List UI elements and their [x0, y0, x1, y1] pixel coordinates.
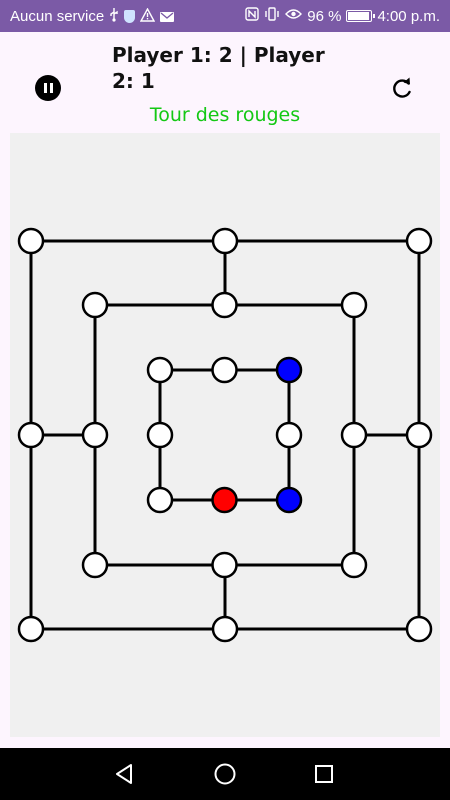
turn-indicator: Tour des rouges: [149, 104, 301, 126]
board-position[interactable]: [81, 421, 109, 449]
board-positions[interactable]: [17, 227, 433, 643]
board-position[interactable]: [81, 291, 109, 319]
status-bar: Aucun service 96 % 4:00 p.m.: [0, 0, 450, 32]
board-svg: [17, 227, 433, 643]
board-position[interactable]: [146, 486, 174, 514]
recents-button[interactable]: [308, 758, 340, 790]
eye-icon: [285, 8, 303, 24]
board-position[interactable]: [340, 421, 368, 449]
nfc-icon: [245, 7, 259, 25]
vibrate-icon: [264, 7, 280, 25]
board-position[interactable]: [405, 615, 433, 643]
board-position[interactable]: [81, 551, 109, 579]
board-position[interactable]: [211, 227, 239, 255]
clock: 4:00 p.m.: [377, 7, 440, 25]
board-position[interactable]: [211, 551, 238, 579]
battery-icon: [346, 10, 376, 22]
status-bar-left: Aucun service: [10, 7, 175, 26]
battery-percentage: 96 %: [307, 7, 342, 25]
back-button[interactable]: [109, 758, 141, 790]
board-position[interactable]: [146, 356, 174, 384]
mail-icon: [160, 11, 175, 22]
shield-icon: [124, 10, 136, 23]
board-position[interactable]: [17, 421, 45, 449]
carrier-text: Aucun service: [10, 8, 105, 25]
status-bar-right: 96 % 4:00 p.m.: [245, 7, 440, 25]
board-position[interactable]: [405, 421, 433, 449]
pause-button[interactable]: [35, 75, 61, 101]
board-position[interactable]: [211, 291, 238, 319]
board-position[interactable]: [17, 615, 45, 643]
navigation-bar: [0, 748, 450, 800]
piece-red[interactable]: [211, 486, 238, 514]
board-position[interactable]: [17, 227, 45, 255]
board-position[interactable]: [211, 615, 239, 643]
score-text: Player 1: 2 | Player 2: 1: [112, 43, 325, 93]
home-icon: [214, 763, 236, 785]
board-position[interactable]: [340, 551, 368, 579]
restart-button[interactable]: [388, 74, 416, 102]
board-position[interactable]: [275, 421, 303, 449]
piece-blue[interactable]: [275, 356, 303, 384]
recents-icon: [315, 765, 333, 783]
restart-icon: [393, 77, 411, 98]
board-square-2: [158, 368, 291, 502]
game-board: [10, 133, 440, 737]
board-position[interactable]: [211, 356, 238, 384]
board-position[interactable]: [340, 291, 368, 319]
piece-blue[interactable]: [275, 486, 303, 514]
board-position[interactable]: [146, 421, 174, 449]
home-button[interactable]: [209, 758, 241, 790]
back-icon: [116, 764, 132, 784]
usb-icon: [109, 7, 119, 26]
board-square-1: [93, 303, 356, 567]
board-position[interactable]: [405, 227, 433, 255]
warning-icon: [140, 7, 156, 25]
game-header: Player 1: 2 | Player 2: 1 Tour des rouge…: [0, 32, 450, 132]
battery-fill: [348, 12, 369, 20]
